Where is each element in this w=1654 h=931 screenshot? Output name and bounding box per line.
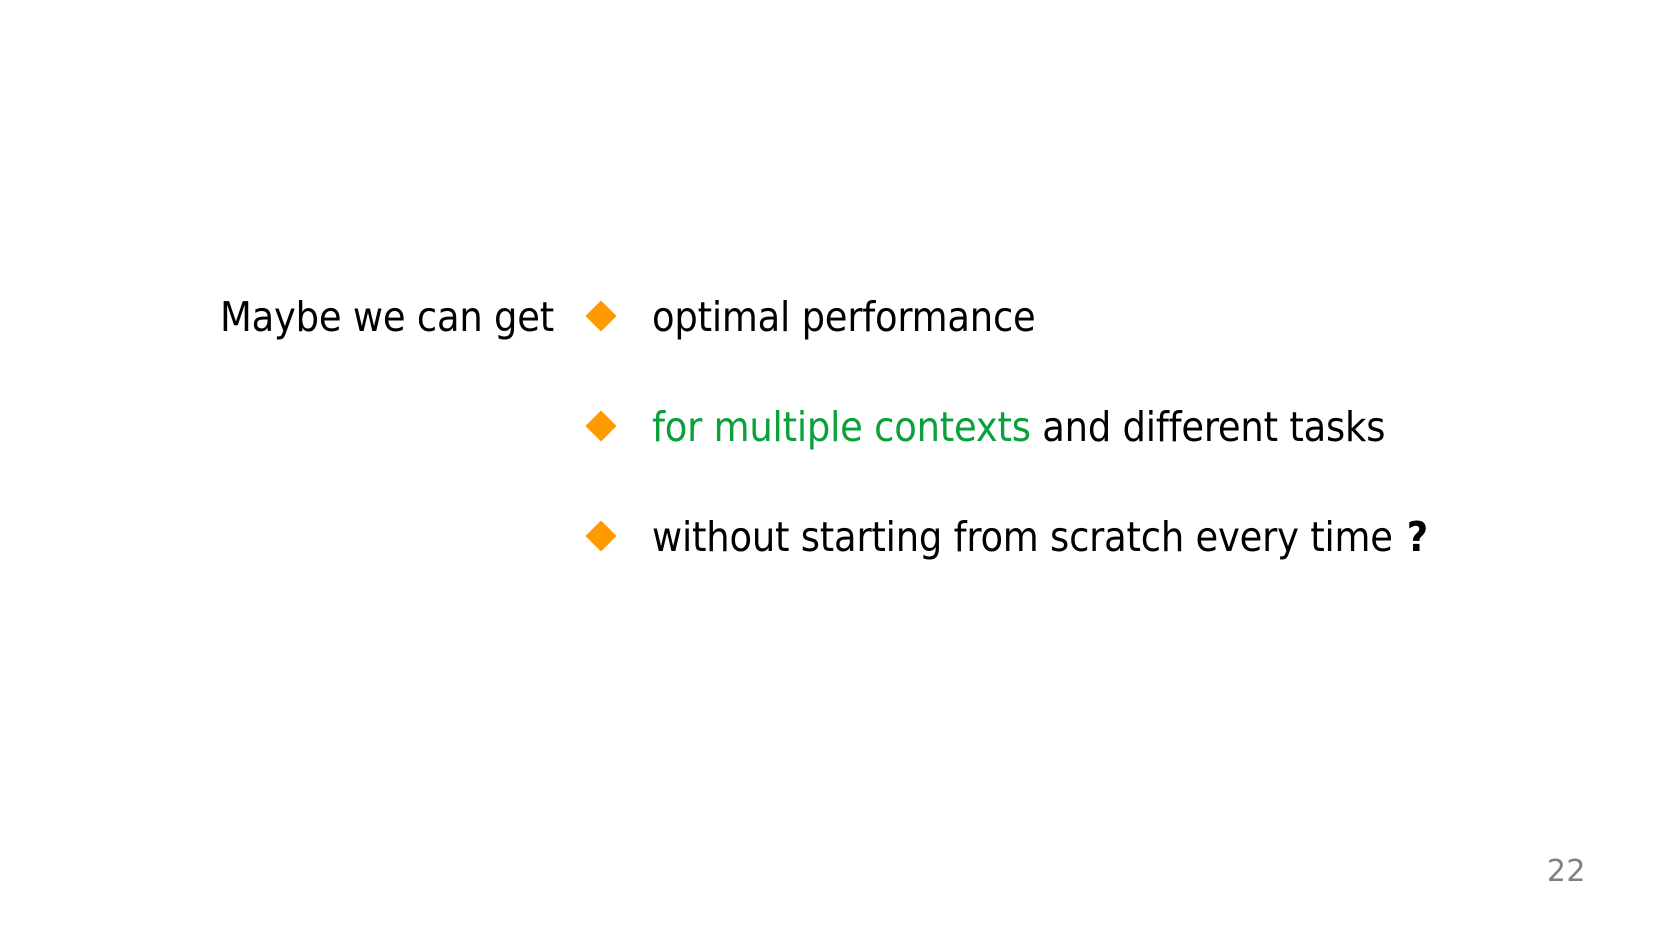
list-item: without starting from scratch every time… (585, 512, 1610, 622)
list-item: for multiple contexts and different task… (585, 402, 1610, 512)
bullet-text-2: for multiple contexts and different task… (652, 402, 1610, 452)
bullet-segment-highlight: for multiple contexts (652, 403, 1031, 451)
orange-diamond-bullet-icon (585, 520, 617, 552)
bullet-segment: optimal performance (652, 293, 1036, 341)
bullet-text-3: without starting from scratch every time… (652, 512, 1610, 562)
bullet-segment: and different tasks (1030, 403, 1386, 451)
list-item: optimal performance (585, 292, 1610, 402)
bullet-segment: without starting from scratch every time (652, 513, 1393, 561)
page-number: 22 (1546, 854, 1586, 889)
lead-in-text: Maybe we can get (220, 293, 555, 341)
bullet-list: optimal performance for multiple context… (585, 292, 1610, 622)
question-mark: ? (1406, 513, 1428, 561)
orange-diamond-bullet-icon (585, 300, 617, 332)
orange-diamond-bullet-icon (585, 410, 617, 442)
bullet-text-1: optimal performance (652, 292, 1610, 342)
